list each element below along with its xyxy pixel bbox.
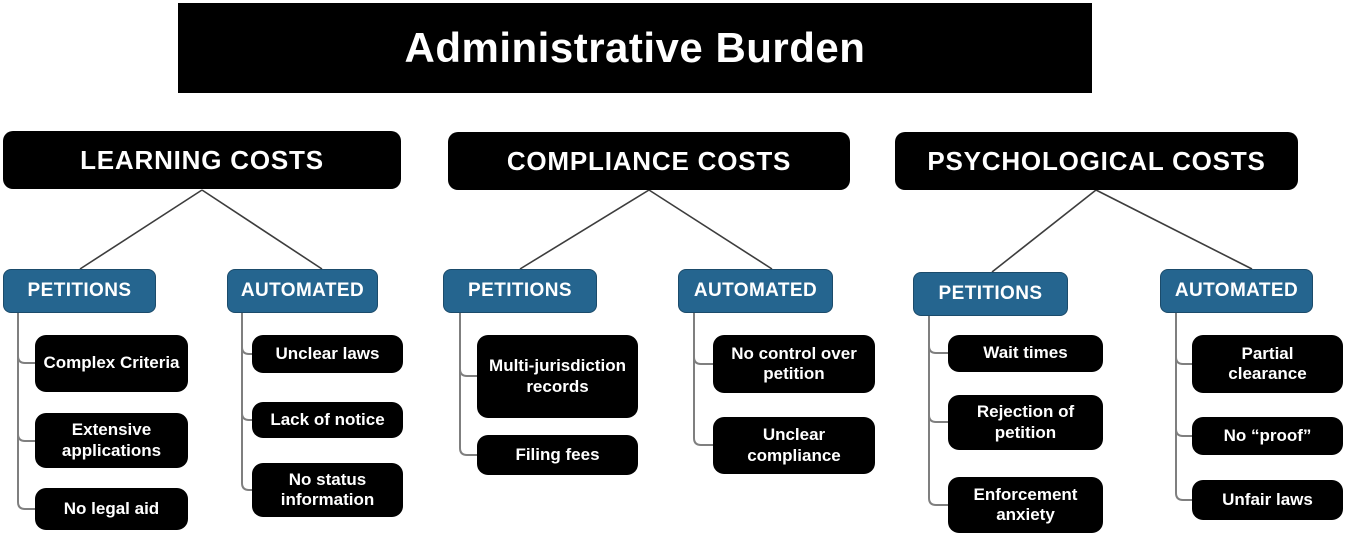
group-psychological-petitions: PETITIONS bbox=[913, 272, 1068, 316]
leaf-extensive-applications: Extensive applications bbox=[35, 413, 188, 468]
leaf-lack-of-notice: Lack of notice bbox=[252, 402, 403, 438]
diagram-title: Administrative Burden bbox=[178, 3, 1092, 93]
link-learning-automated bbox=[201, 189, 323, 270]
group-compliance-petitions: PETITIONS bbox=[443, 269, 597, 313]
link-learning-petitions bbox=[79, 189, 203, 270]
group-compliance-automated: AUTOMATED bbox=[678, 269, 833, 313]
link-compliance-petitions bbox=[519, 189, 650, 270]
leaf-wait-times: Wait times bbox=[948, 335, 1103, 372]
leaf-no-proof: No “proof” bbox=[1192, 417, 1343, 455]
leaf-no-control-over-petition: No control over petition bbox=[713, 335, 875, 393]
branch-learning-costs: LEARNING COSTS bbox=[3, 131, 401, 189]
branch-psychological-costs: PSYCHOLOGICAL COSTS bbox=[895, 132, 1298, 190]
leaf-complex-criteria: Complex Criteria bbox=[35, 335, 188, 392]
link-psychological-automated bbox=[1095, 189, 1253, 270]
group-learning-petitions: PETITIONS bbox=[3, 269, 156, 313]
link-compliance-automated bbox=[648, 189, 773, 270]
leaf-enforcement-anxiety: Enforcement anxiety bbox=[948, 477, 1103, 533]
leaf-unclear-compliance: Unclear compliance bbox=[713, 417, 875, 474]
leaf-no-legal-aid: No legal aid bbox=[35, 488, 188, 530]
branch-compliance-costs: COMPLIANCE COSTS bbox=[448, 132, 850, 190]
group-psychological-automated: AUTOMATED bbox=[1160, 269, 1313, 313]
leaf-partial-clearance: Partial clearance bbox=[1192, 335, 1343, 393]
leaf-rejection-of-petition: Rejection of petition bbox=[948, 395, 1103, 450]
leaf-multi-jurisdiction-records: Multi-jurisdiction records bbox=[477, 335, 638, 418]
leaf-unfair-laws: Unfair laws bbox=[1192, 480, 1343, 520]
leaf-unclear-laws: Unclear laws bbox=[252, 335, 403, 373]
group-learning-automated: AUTOMATED bbox=[227, 269, 378, 313]
link-psychological-petitions bbox=[991, 189, 1097, 273]
leaf-filing-fees: Filing fees bbox=[477, 435, 638, 475]
leaf-no-status-information: No status information bbox=[252, 463, 403, 517]
